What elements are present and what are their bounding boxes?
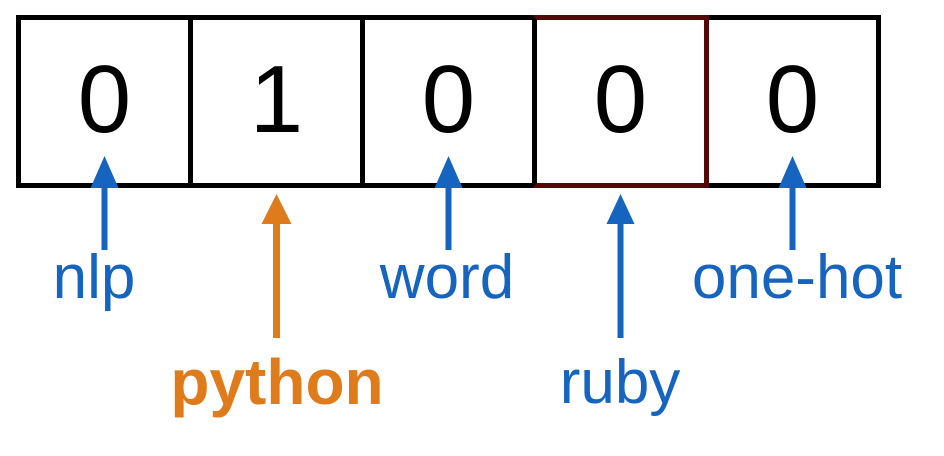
label-word: word xyxy=(379,243,515,312)
cell-value: 0 xyxy=(765,45,820,153)
vector-cell-one-hot: 0 xyxy=(704,15,881,188)
python-arrow-icon xyxy=(261,194,292,338)
label-python: python xyxy=(170,346,384,418)
label-one-hot: one-hot xyxy=(691,243,903,312)
vector-cell-python: 1 xyxy=(188,15,365,188)
cell-value: 0 xyxy=(593,45,648,153)
cell-value: 0 xyxy=(421,45,476,153)
cell-value: 1 xyxy=(249,45,304,153)
label-nlp: nlp xyxy=(52,243,136,312)
cell-value: 0 xyxy=(77,45,132,153)
vector-cell-word: 0 xyxy=(360,15,537,188)
vector-cell-nlp: 0 xyxy=(16,15,193,188)
label-ruby: ruby xyxy=(559,348,681,417)
ruby-arrow-icon xyxy=(606,194,635,338)
vector-cell-ruby-highlighted: 0 xyxy=(532,15,709,188)
